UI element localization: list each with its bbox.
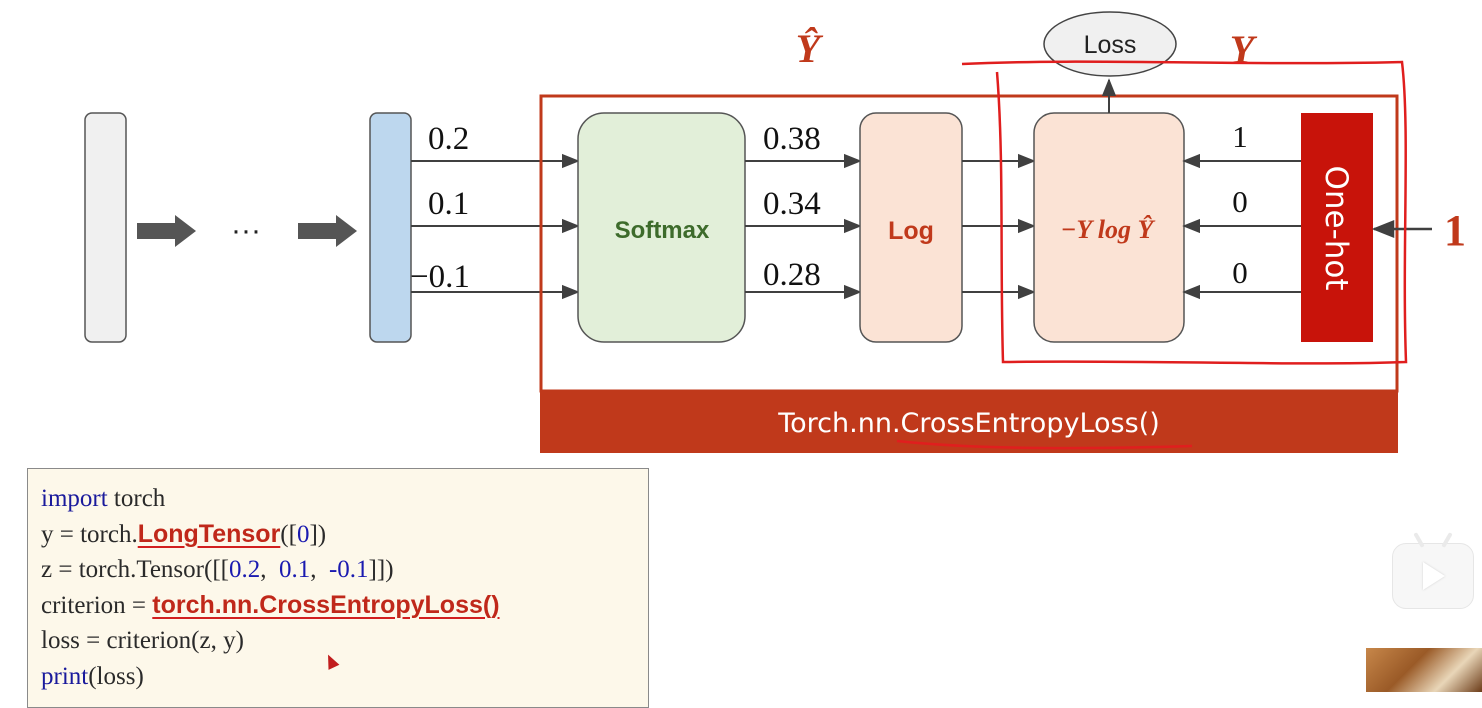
footer-underline-annotation <box>896 439 1193 450</box>
code-text: , <box>260 556 279 583</box>
annotation-y-hat: Ŷ <box>796 26 824 71</box>
onehot-box <box>1301 113 1373 342</box>
block-arrow-icon <box>137 215 196 247</box>
code-text: torch <box>107 485 166 512</box>
logit-value: 0.1 <box>428 186 469 222</box>
input-layer-box <box>84 112 127 343</box>
code-text: z = torch.Tensor([[ <box>41 556 229 583</box>
code-text: ]) <box>309 520 327 548</box>
cross-entropy-footer-label: Torch.nn.CrossEntropyLoss() <box>777 408 1159 439</box>
onehot-label: One-hot <box>1318 165 1354 290</box>
code-number: -0.1 <box>328 556 369 583</box>
logit-value: −0.1 <box>410 259 470 295</box>
code-line: import torch <box>41 481 648 517</box>
softmax-value: 0.34 <box>763 186 821 222</box>
loss-output-label: Loss <box>1084 31 1137 59</box>
code-text: ]]) <box>368 556 394 583</box>
softmax-value: 0.38 <box>763 121 821 157</box>
annotation-y: Y <box>1230 27 1258 72</box>
play-button-ear-icon <box>1413 532 1425 548</box>
code-line: loss = criterion(z, y) <box>41 623 648 659</box>
log-label: Log <box>888 217 934 245</box>
code-text: criterion = <box>41 591 153 619</box>
log-box <box>859 112 963 343</box>
class-index-value: 1 <box>1444 206 1466 255</box>
loss-output-ellipse <box>1043 11 1177 77</box>
softmax-box <box>577 112 746 343</box>
code-number: 0 <box>296 520 310 548</box>
code-highlight: LongTensor <box>137 519 281 548</box>
code-text: , <box>310 556 329 583</box>
onehot-value: 1 <box>1232 119 1248 154</box>
play-button-ear-icon <box>1441 532 1453 548</box>
code-keyword: import <box>41 485 108 512</box>
code-highlight: torch.nn.CrossEntropyLoss() <box>152 590 500 619</box>
ellipsis-text: ··· <box>231 214 261 247</box>
play-button[interactable] <box>1392 532 1474 609</box>
onehot-value: 0 <box>1232 184 1248 219</box>
nll-formula-label: −Y log Ŷ <box>1061 215 1156 244</box>
code-text: loss = criterion(z, y) <box>41 627 244 654</box>
code-line: y = torch.LongTensor([0]) <box>41 517 648 553</box>
code-text: (loss) <box>88 662 144 690</box>
code-text: y = torch. <box>41 520 138 548</box>
code-number: 0.2 <box>228 556 261 583</box>
block-arrow-icon <box>298 215 357 247</box>
video-thumbnail[interactable] <box>1366 648 1482 692</box>
cross-entropy-footer <box>540 390 1398 453</box>
logit-value: 0.2 <box>428 121 469 157</box>
code-text: ([ <box>280 520 297 548</box>
softmax-label: Softmax <box>615 217 710 244</box>
annotation-freehand-box <box>961 60 1408 365</box>
onehot-value: 0 <box>1232 255 1248 290</box>
code-line: z = torch.Tensor([[0.2, 0.1, -0.1]]) <box>41 552 648 588</box>
cross-entropy-diagram: ··· 0.2 0.1 −0.1 Torch.nn.CrossEntropyLo… <box>84 11 1466 453</box>
play-icon <box>1423 562 1445 590</box>
logits-layer-box <box>369 112 412 343</box>
softmax-value: 0.28 <box>763 257 821 293</box>
code-keyword: print <box>41 662 89 690</box>
code-line: criterion = torch.nn.CrossEntropyLoss() <box>41 588 648 624</box>
code-snippet: import torch y = torch.LongTensor([0]) z… <box>27 468 649 708</box>
code-number: 0.1 <box>278 556 311 583</box>
code-line: print(loss) <box>41 659 648 695</box>
